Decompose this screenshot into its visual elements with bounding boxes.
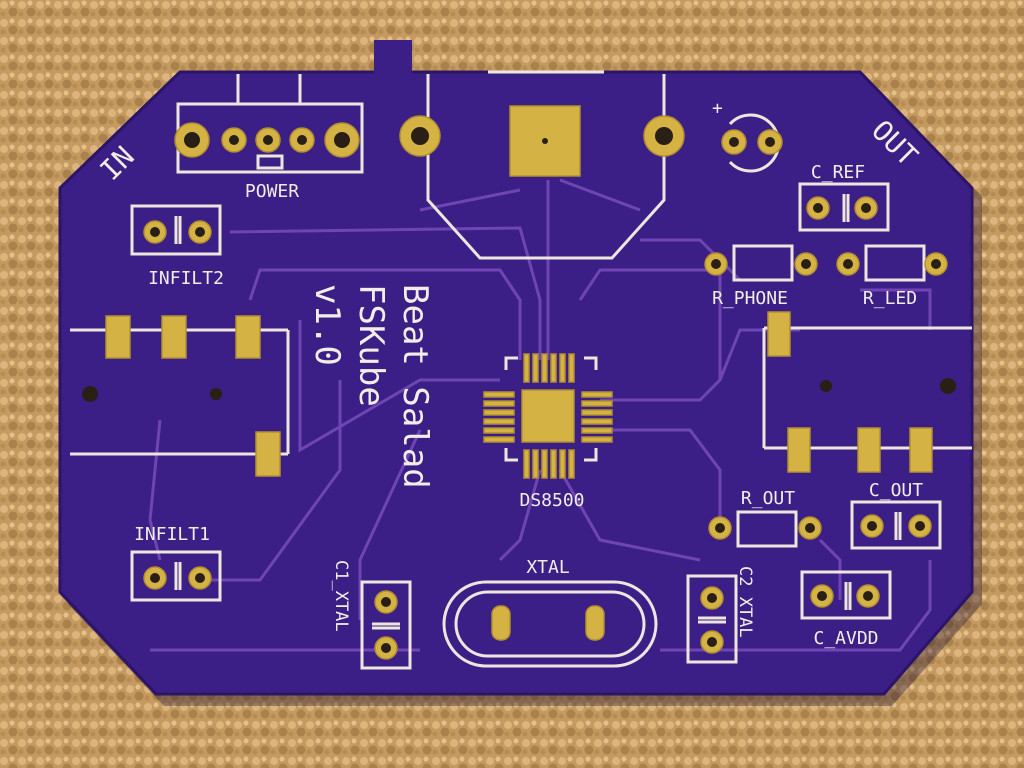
passive-pads bbox=[143, 196, 948, 660]
label-ic: DS8500 bbox=[519, 490, 584, 511]
ic-pin bbox=[581, 391, 613, 398]
ic-pin bbox=[483, 418, 515, 425]
pcb-board bbox=[58, 70, 974, 696]
ic-pin bbox=[483, 391, 515, 398]
ic-pin bbox=[523, 353, 530, 383]
jack-pads bbox=[82, 311, 956, 477]
title-line-2: FSKube bbox=[351, 284, 391, 407]
label-infilt1: INFILT1 bbox=[134, 524, 210, 545]
label-c-ref: C_REF bbox=[811, 162, 865, 183]
ic-pin bbox=[581, 427, 613, 434]
label-r-led: R_LED bbox=[863, 288, 917, 309]
board-tab bbox=[374, 40, 412, 76]
title-version: v1.0 bbox=[307, 284, 347, 366]
ic-pin bbox=[568, 449, 575, 479]
label-polarity: + bbox=[712, 98, 723, 119]
sensor-pads bbox=[399, 105, 783, 177]
label-c-out: C_OUT bbox=[869, 480, 923, 501]
ic-pin bbox=[559, 353, 566, 383]
label-r-phone: R_PHONE bbox=[712, 288, 788, 309]
label-infilt2: INFILT2 bbox=[148, 268, 224, 289]
ic-pin bbox=[550, 449, 557, 479]
ic-pin bbox=[483, 427, 515, 434]
title-line-1: Beat Salad bbox=[395, 284, 435, 489]
ic-pin bbox=[483, 409, 515, 416]
ic-pin bbox=[532, 449, 539, 479]
ic-pin bbox=[581, 400, 613, 407]
ic-pin bbox=[483, 436, 515, 443]
ic-pin bbox=[541, 353, 548, 383]
ic-pin bbox=[581, 409, 613, 416]
ic-pin bbox=[541, 449, 548, 479]
label-c-avdd: C_AVDD bbox=[813, 628, 878, 649]
label-c1-xtal: C1_XTAL bbox=[331, 560, 351, 632]
ic-pin bbox=[559, 449, 566, 479]
label-xtal: XTAL bbox=[526, 557, 570, 578]
ic-pin bbox=[568, 353, 575, 383]
ic-footprint bbox=[483, 353, 613, 479]
label-power: POWER bbox=[245, 181, 299, 202]
silkscreen-outlines bbox=[70, 70, 972, 670]
ic-pin bbox=[581, 436, 613, 443]
ic-pin bbox=[483, 400, 515, 407]
label-c2-xtal: C2_XTAL bbox=[735, 566, 755, 638]
crystal-pads bbox=[491, 605, 605, 641]
label-r-out: R_OUT bbox=[741, 488, 795, 509]
ic-pin bbox=[581, 418, 613, 425]
power-connector-pads bbox=[174, 122, 360, 158]
ic-pin bbox=[550, 353, 557, 383]
ic-pin bbox=[523, 449, 530, 479]
copper-traces bbox=[148, 178, 932, 652]
ic-pin bbox=[532, 353, 539, 383]
